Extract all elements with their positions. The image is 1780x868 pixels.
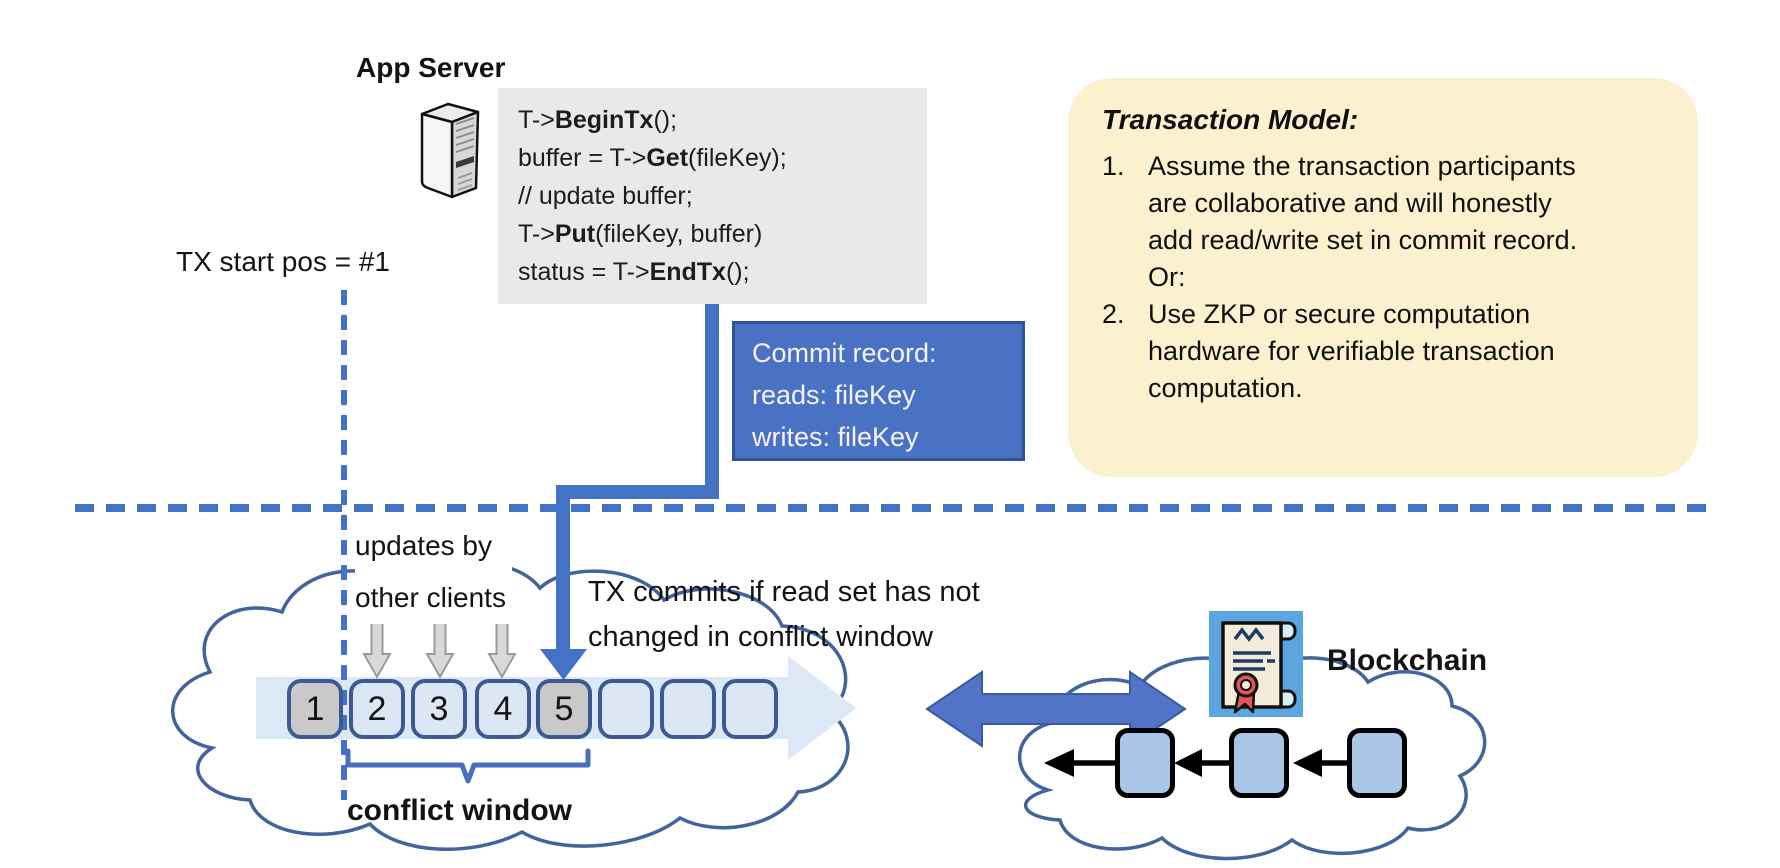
chain-link-arrowhead xyxy=(1293,749,1322,777)
code-line: T->Put(fileKey, buffer) xyxy=(518,220,763,248)
chain-link-arrowhead xyxy=(1044,749,1074,777)
tx-commits-line2: changed in conflict window xyxy=(588,621,933,653)
updates-label-line2: other clients xyxy=(355,582,506,613)
commit-connector-line xyxy=(556,298,719,652)
timeline-block-empty-7 xyxy=(722,679,778,739)
blockchain-label: Blockchain xyxy=(1327,644,1488,677)
commit-connector-arrowhead xyxy=(540,649,587,680)
sync-double-arrow xyxy=(925,670,1187,748)
conflict-window-brace xyxy=(345,748,591,784)
chain-block xyxy=(1115,728,1175,798)
code-line: T->BeginTx(); xyxy=(518,106,678,134)
server-icon xyxy=(420,102,480,199)
code-line: buffer = T->Get(fileKey); xyxy=(518,144,787,172)
transaction-model-title: Transaction Model: xyxy=(1102,104,1359,135)
certificate-icon xyxy=(1209,611,1303,717)
commit-record-box: Commit record: reads: fileKey writes: file… xyxy=(732,321,1025,461)
conflict-window-label: conflict window xyxy=(347,794,572,827)
timeline-block-5: 5 xyxy=(536,679,592,739)
transaction-model-item: 1. Assume the transaction participants ar… xyxy=(1102,148,1668,296)
timeline-block-empty-6 xyxy=(660,679,716,739)
tx-start-pos-label: TX start pos = #1 xyxy=(176,246,390,277)
chain-block xyxy=(1347,728,1407,798)
code-lines: T->BeginTx(); buffer = T->Get(fileKey); //… xyxy=(518,101,927,291)
timeline-block-3: 3 xyxy=(411,679,467,739)
tx-commits-line1: TX commits if read set has not xyxy=(588,576,980,608)
app-server-title: App Server xyxy=(356,52,506,83)
transaction-model-box: Transaction Model: 1. Assume the transact… xyxy=(1068,78,1698,477)
list-item-text: Assume the transaction participants are … xyxy=(1148,151,1593,292)
commit-record-line: Commit record: xyxy=(752,338,937,368)
commit-record-lines: Commit record: reads: fileKey writes: file… xyxy=(752,332,1022,458)
code-line: // update buffer; xyxy=(518,182,693,210)
chain-block xyxy=(1229,728,1289,798)
commit-record-line: writes: fileKey xyxy=(752,422,919,452)
transaction-code-box: T->BeginTx(); buffer = T->Get(fileKey); //… xyxy=(498,88,927,304)
updates-by-other-clients-label: updates by other clients xyxy=(355,520,512,624)
timeline-block-2: 2 xyxy=(349,679,405,739)
tx-commits-label: TX commits if read set has not changed i… xyxy=(588,570,980,660)
list-item-text: Use ZKP or secure computation hardware f… xyxy=(1148,299,1563,403)
transaction-model-item: 2. Use ZKP or secure computation hardware… xyxy=(1102,296,1668,407)
list-item-number: 2. xyxy=(1102,299,1125,329)
transaction-model-list: 1. Assume the transaction participants ar… xyxy=(1102,148,1668,407)
timeline-block-empty-5 xyxy=(598,679,654,739)
chain-link-arrowhead xyxy=(1174,749,1202,777)
updates-label-line1: updates by xyxy=(355,530,492,561)
list-item-number: 1. xyxy=(1102,151,1125,181)
timeline-block-1: 1 xyxy=(287,679,343,739)
code-line: status = T->EndTx(); xyxy=(518,258,750,286)
timeline-block-4: 4 xyxy=(475,679,531,739)
commit-record-line: reads: fileKey xyxy=(752,380,916,410)
